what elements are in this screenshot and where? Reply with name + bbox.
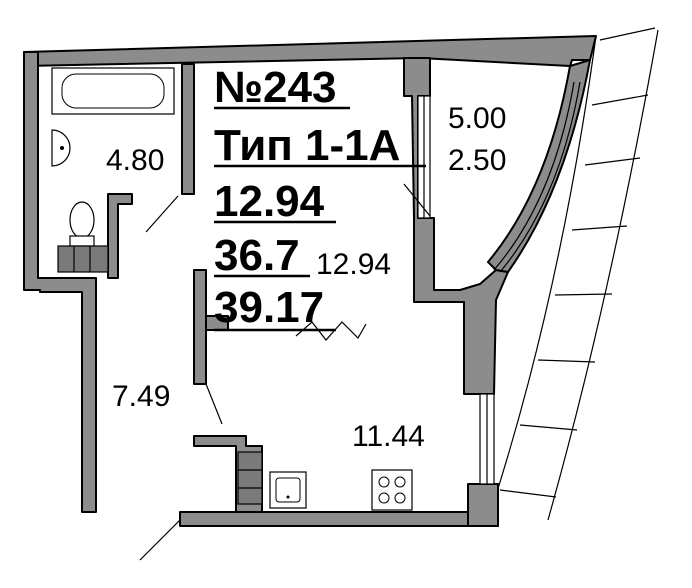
living-room-area: 12.94 (316, 248, 391, 281)
kitchen-cabinet (237, 451, 263, 505)
kitchen-area: 11.44 (352, 420, 425, 453)
hall-area: 7.49 (112, 380, 170, 413)
facade-strip (487, 27, 659, 521)
total-area-with-balcony-value: 39.17 (214, 283, 324, 332)
bottom-wall (179, 511, 499, 527)
balcony-curved-wall (487, 59, 591, 273)
balcony-area-reduced: 2.50 (448, 144, 506, 177)
bathtub (51, 67, 175, 115)
bathroom-cabinet (57, 245, 109, 273)
living-area-value: 12.94 (214, 177, 325, 226)
bathroom-partition (107, 193, 133, 279)
left-wall (23, 51, 97, 513)
bathroom-area: 4.80 (106, 144, 164, 177)
sink (51, 129, 71, 167)
balcony-area-full: 5.00 (448, 102, 506, 135)
apartment-number: №243 (214, 63, 336, 112)
top-wall (23, 35, 597, 67)
bottom-right-pier (467, 483, 499, 527)
stove (371, 469, 413, 511)
bathroom-right-wall (181, 63, 195, 195)
apartment-type: Тип 1-1А (214, 121, 400, 170)
hall-partition (193, 269, 207, 385)
windows (417, 95, 495, 485)
toilet (69, 201, 95, 247)
total-area-value: 36.7 (214, 231, 300, 280)
kitchen-sink (269, 471, 307, 509)
